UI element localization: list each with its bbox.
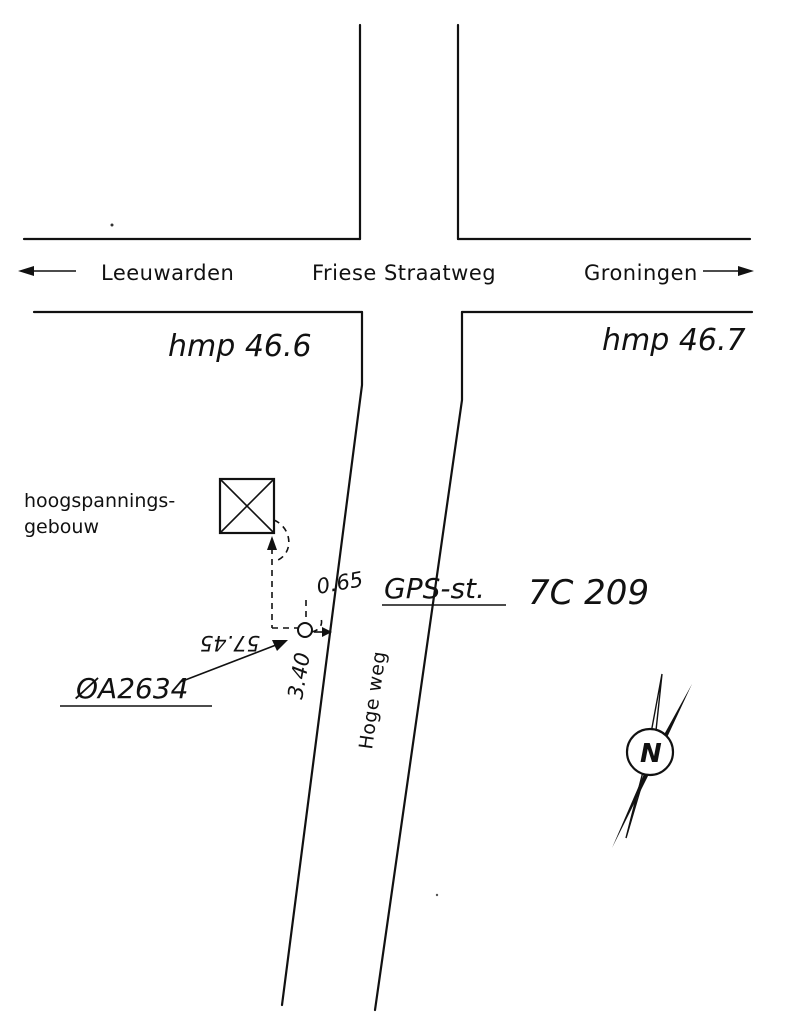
arrow-head-building xyxy=(267,536,277,550)
north-arrow-ring xyxy=(625,727,675,777)
gps-code-label: 7C 209 xyxy=(528,573,649,613)
hmp-west-label: hmp 46.6 xyxy=(168,329,312,364)
hoge-weg-east-edge xyxy=(373,310,464,1012)
main-road-label: Friese Straatweg xyxy=(312,261,496,285)
north-label: N xyxy=(640,739,662,769)
east-direction-label: Groningen xyxy=(584,261,698,285)
hmp-east-label: hmp 46.7 xyxy=(602,323,746,358)
measurement-lines xyxy=(267,519,332,637)
hoge-weg-west-edge xyxy=(280,310,364,1007)
station-pointer-head xyxy=(272,640,288,651)
high-voltage-building xyxy=(218,477,276,535)
speck xyxy=(435,893,439,897)
station-pointer-line xyxy=(179,644,277,683)
gps-station-label: GPS-st. xyxy=(384,572,485,605)
station-id-label: ØA2634 xyxy=(75,672,188,705)
station-marker xyxy=(297,622,313,638)
west-direction-label: Leeuwarden xyxy=(101,261,234,285)
north-arrow: N xyxy=(612,673,692,848)
building-label-line1: hoogspannings- xyxy=(24,490,175,512)
offset-left-label: 57.45 xyxy=(200,631,260,655)
side-road-label: Hoge weg xyxy=(355,650,391,751)
arrow-head-road xyxy=(322,627,332,637)
north-road-edges xyxy=(358,23,460,241)
building-label-line2: gebouw xyxy=(24,516,99,538)
hoge-weg-edges xyxy=(280,310,464,1012)
direction-arrow-west xyxy=(18,266,76,276)
speck xyxy=(110,223,114,227)
offset-up-label: 0.65 xyxy=(315,567,365,599)
direction-arrow-east xyxy=(703,266,754,276)
main-road-edges xyxy=(22,237,754,314)
offset-down-label: 3.40 xyxy=(283,651,315,701)
